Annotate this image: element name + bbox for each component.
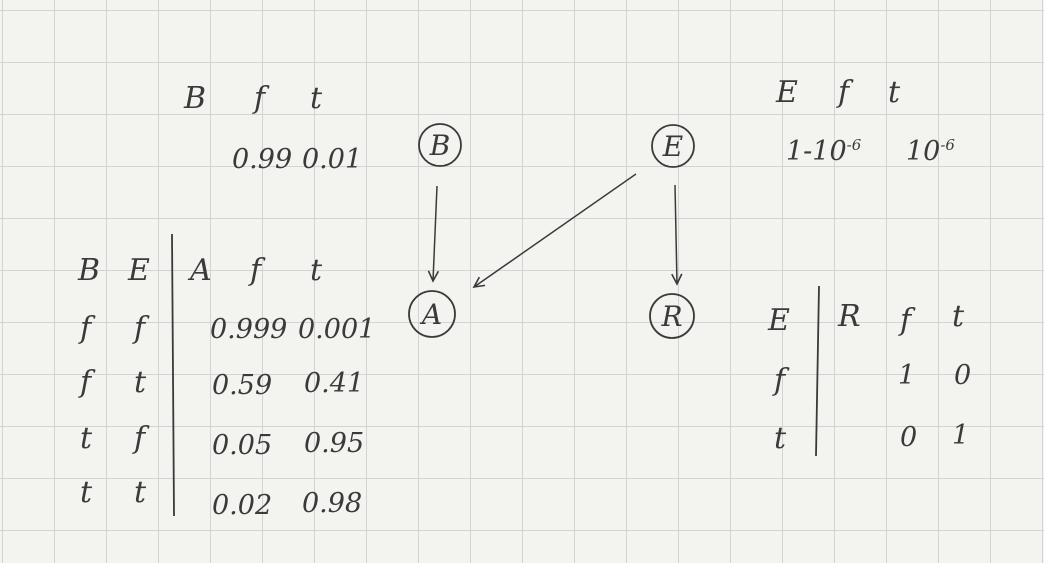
table-r-divider (815, 285, 820, 457)
node-e-label: E (662, 130, 683, 163)
table-row: 0.98 (302, 488, 363, 519)
table-row: 0.95 (304, 428, 365, 459)
table-b-value-t: 0.01 (302, 144, 363, 175)
node-a: A (408, 290, 456, 338)
table-row: 0.02 (212, 490, 273, 521)
table-r-header-t: t (952, 299, 965, 334)
table-row: 1 (898, 360, 916, 391)
table-e-value-t-exp: -6 (940, 136, 955, 154)
table-e-header-f: f (838, 75, 850, 110)
edge-b-a (427, 185, 440, 283)
table-row: f (774, 363, 786, 398)
table-b-header-f: f (254, 81, 266, 116)
table-row: 0 (954, 360, 972, 391)
table-a-header-e: E (128, 253, 150, 288)
table-e-header-t: t (888, 75, 901, 110)
table-row: 0 (900, 422, 918, 453)
table-a-header-f: f (250, 253, 262, 288)
edge-e-r (671, 184, 683, 286)
table-row: t (774, 421, 787, 456)
table-b-value-f: 0.99 (232, 144, 293, 175)
table-e-value-f-exp: -6 (846, 136, 862, 154)
table-row: f (80, 365, 92, 400)
node-r: R (649, 293, 695, 339)
table-row: 1 (952, 420, 970, 451)
node-b: B (418, 123, 462, 167)
table-e-value-t-base: 10 (906, 136, 941, 167)
table-e-header-e: E (776, 75, 798, 110)
table-row: 0.59 (212, 370, 273, 401)
table-r-header-r: R (838, 299, 861, 334)
table-e-value-f-base: 1-10 (786, 136, 847, 167)
table-row: t (134, 475, 147, 510)
table-r-header-e: E (768, 303, 790, 338)
table-row: t (80, 421, 93, 456)
node-b-label: B (429, 129, 451, 162)
table-row: 0.999 (210, 314, 288, 345)
table-row: f (134, 311, 146, 346)
table-row: t (134, 365, 147, 400)
table-row: 0.05 (212, 430, 273, 461)
table-e-value-t: 10-6 (906, 136, 955, 167)
table-row: f (80, 311, 92, 346)
table-a-header-b: B (78, 253, 101, 288)
table-r-header-f: f (900, 303, 912, 338)
node-e: E (651, 124, 695, 168)
edge-e-a (472, 173, 637, 289)
node-r-label: R (660, 300, 682, 333)
table-a-header-a: A (190, 253, 212, 288)
table-row: t (80, 475, 93, 510)
table-b-header-t: t (310, 81, 323, 116)
table-row: f (134, 421, 146, 456)
table-row: 0.41 (304, 368, 365, 399)
table-a-divider (171, 233, 175, 517)
node-a-label: A (419, 298, 442, 331)
table-a-header-t: t (310, 253, 323, 288)
table-b-header-b: B (184, 81, 207, 116)
table-e-value-f: 1-10-6 (786, 136, 862, 167)
table-row: 0.001 (298, 314, 376, 345)
